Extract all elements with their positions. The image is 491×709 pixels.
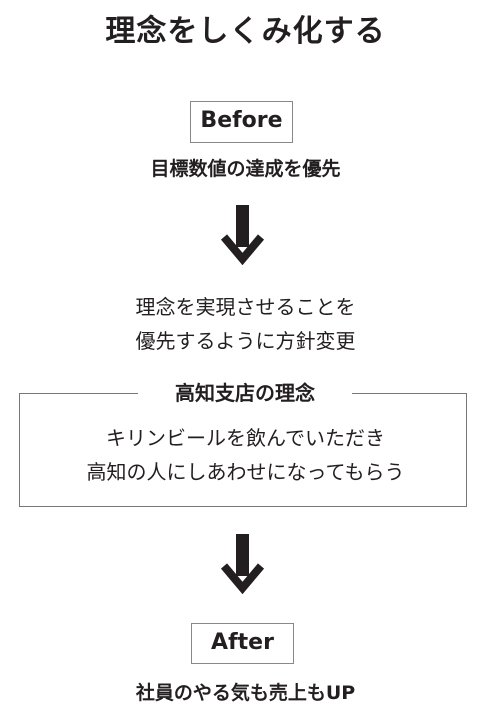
philosophy-line-2: 高知の人にしあわせになってもらう bbox=[86, 460, 405, 484]
page-title: 理念をしくみ化する bbox=[105, 14, 386, 49]
arrow-down-icon bbox=[220, 534, 265, 594]
before-description: 目標数値の達成を優先 bbox=[150, 158, 341, 180]
policy-change-line-2: 優先するように方針変更 bbox=[135, 329, 356, 353]
arrow-down-icon bbox=[220, 205, 265, 265]
after-description: 社員のやる気も売上もUP bbox=[135, 682, 356, 704]
before-label-box: Before bbox=[190, 101, 293, 143]
after-label-box: After bbox=[191, 623, 294, 664]
philosophy-title: 高知支店の理念 bbox=[138, 378, 352, 408]
policy-change-line-1: 理念を実現させることを bbox=[135, 295, 356, 319]
philosophy-line-1: キリンビールを飲んでいただき bbox=[106, 426, 385, 450]
